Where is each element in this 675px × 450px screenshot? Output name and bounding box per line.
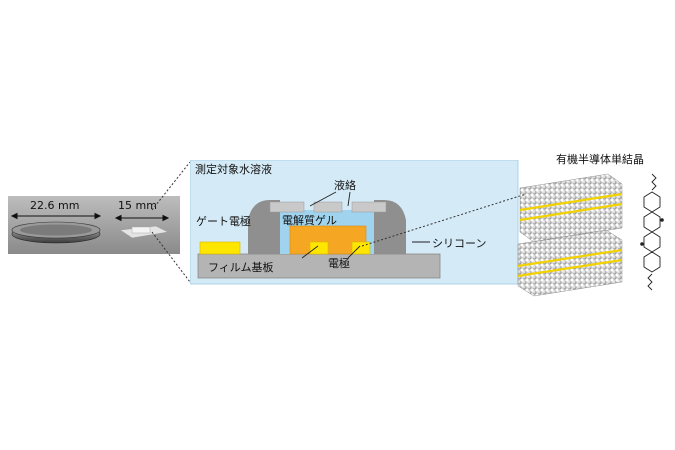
drain-electrode	[351, 241, 371, 255]
zoom-lines-left	[151, 161, 191, 283]
film-substrate-label: フィルム基板	[208, 261, 274, 274]
gate-electrode	[199, 241, 241, 255]
cap-left	[269, 201, 305, 213]
solution-title: 測定対象水溶液	[195, 163, 272, 176]
liquid-junction-label: 液絡	[334, 179, 356, 192]
silicone-left	[248, 200, 280, 254]
electrode-label: 電極	[328, 257, 350, 270]
coin-size-label: 22.6 mm	[30, 199, 80, 212]
sulfur-atom-1	[660, 218, 664, 222]
crystal-illustration	[517, 173, 623, 297]
cap-mid	[313, 201, 343, 213]
sulfur-atom-2	[640, 242, 644, 246]
source-electrode	[309, 241, 329, 255]
gate-electrode-label: ゲート電極	[196, 215, 251, 228]
device-size-label: 15 mm	[118, 199, 157, 212]
molecule-structure	[640, 173, 664, 291]
silicone-right	[374, 200, 406, 254]
schematic-diagram	[190, 160, 519, 285]
zoom-line-right	[361, 193, 527, 247]
film-substrate	[197, 253, 441, 279]
crystal-title: 有機半導体単結晶	[556, 153, 644, 166]
electrolyte-gel-label: 電解質ゲル	[282, 214, 337, 227]
silicone-label: シリコーン	[432, 237, 487, 250]
cap-right	[351, 201, 387, 213]
device-photo	[8, 196, 180, 254]
